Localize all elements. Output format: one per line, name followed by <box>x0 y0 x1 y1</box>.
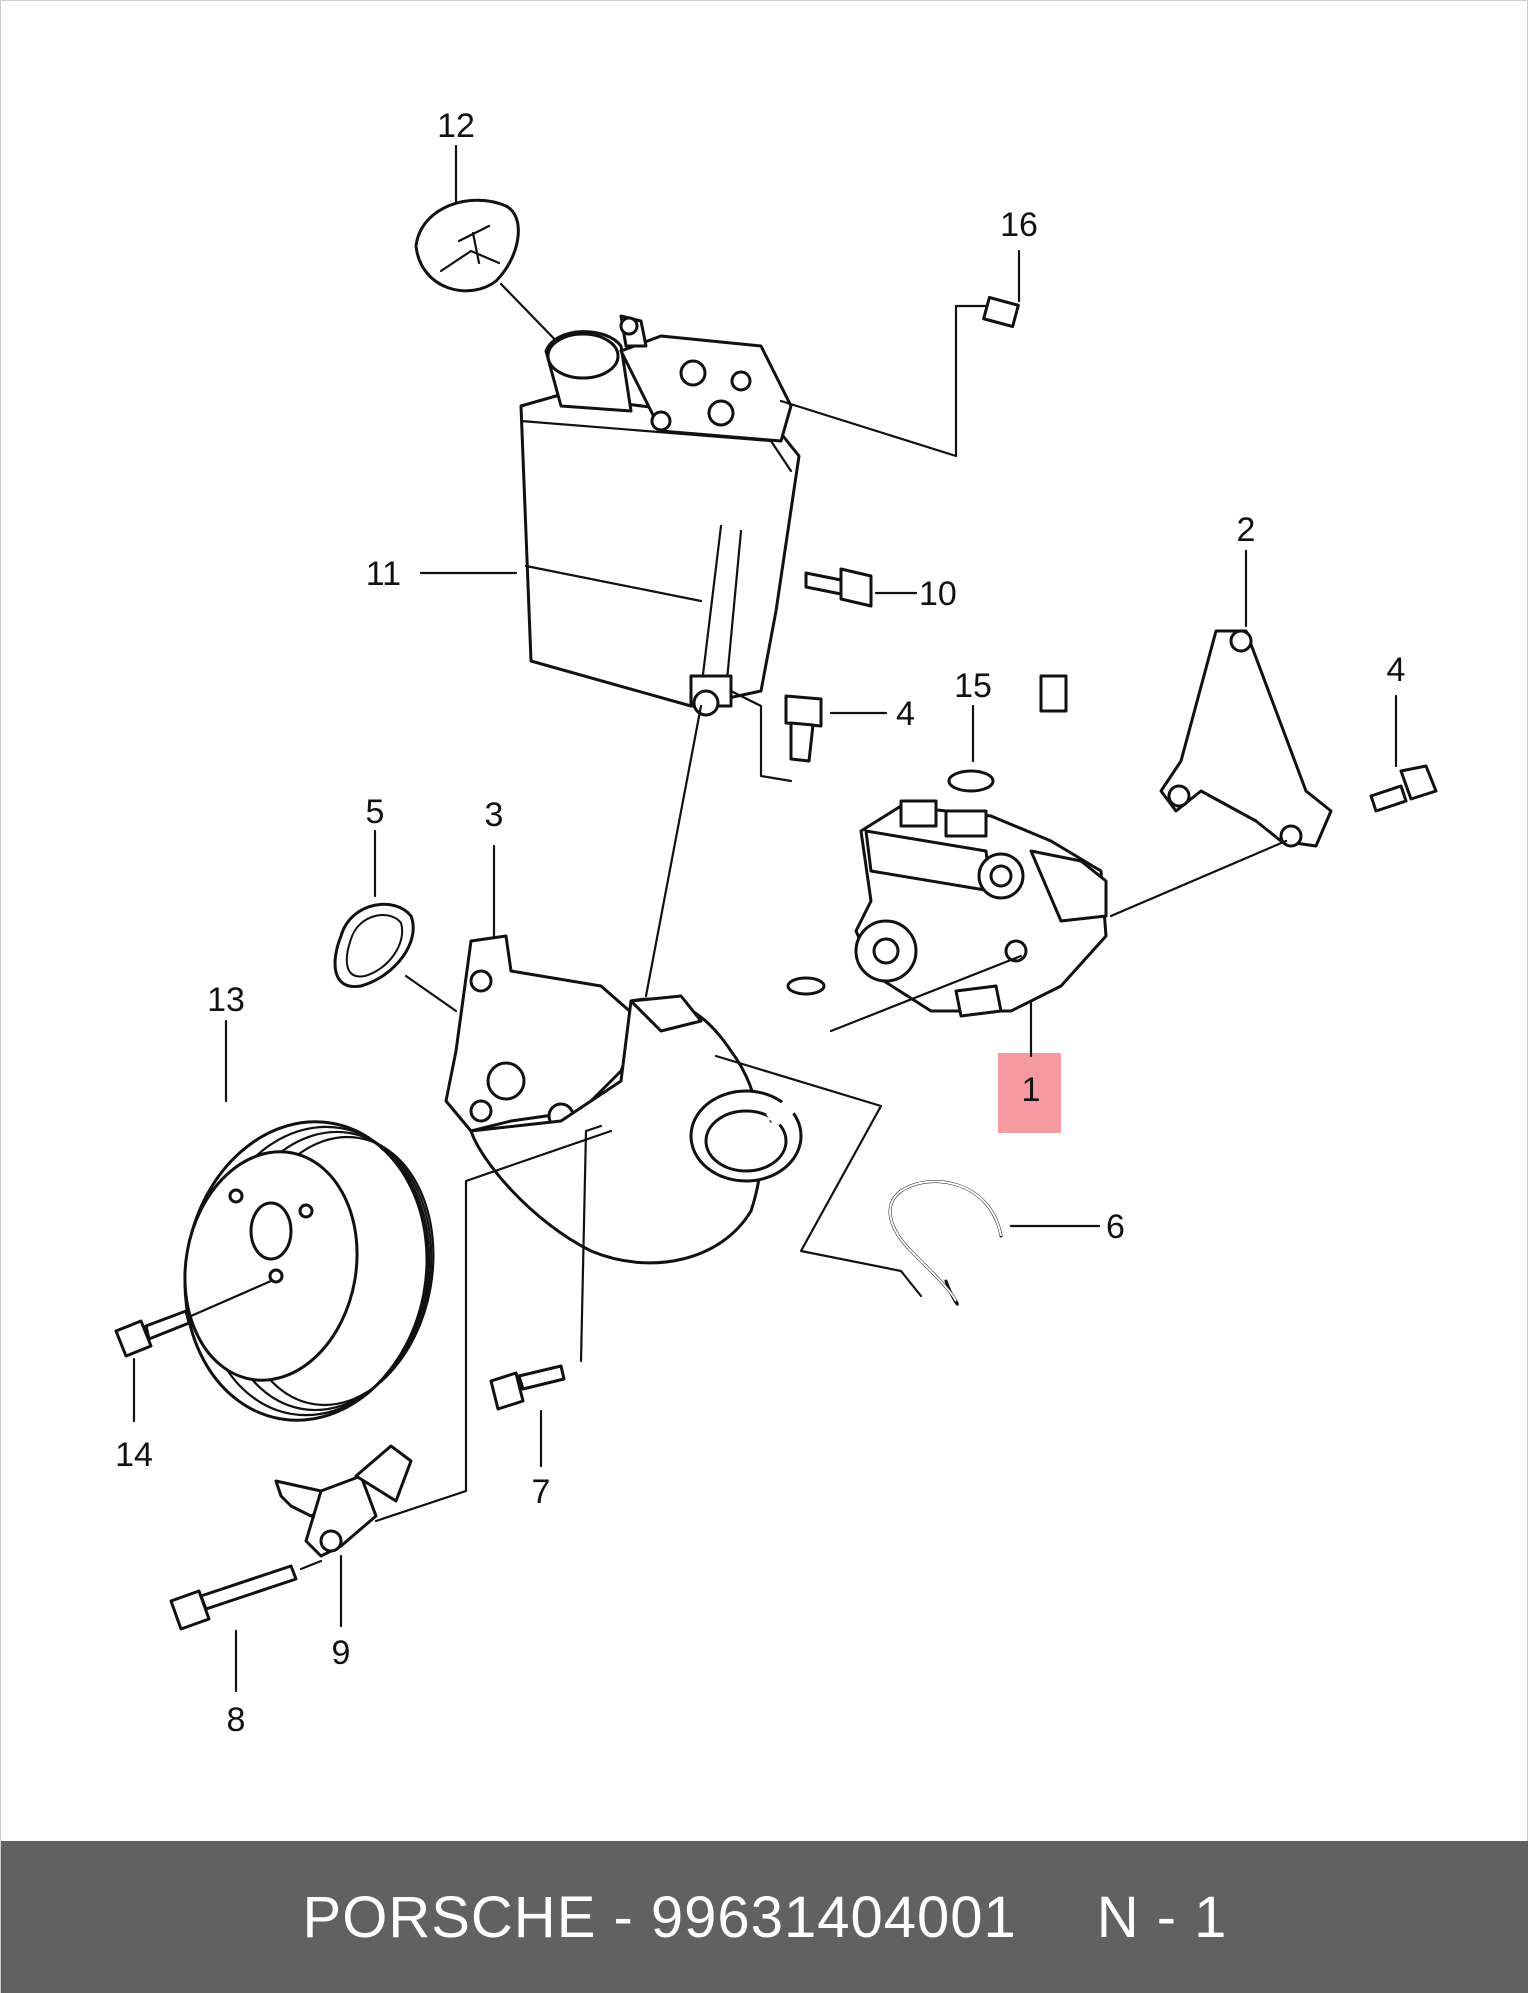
callout-14: 14 <box>115 1436 153 1474</box>
callout-4-upper: 4 <box>896 695 915 733</box>
part-label: PORSCHE - 99631404001 <box>302 1885 1017 1950</box>
callout-3: 3 <box>485 796 504 834</box>
callout-1-highlight <box>998 1053 1061 1133</box>
part-2-bracket[interactable] <box>1159 629 1333 848</box>
part-1-power-steering-pump[interactable] <box>854 799 1108 1018</box>
callout-16: 16 <box>1000 206 1038 244</box>
part-16-pressure-line[interactable] <box>982 295 1080 713</box>
callout-5: 5 <box>366 793 385 831</box>
part-13-pulley[interactable] <box>162 1102 454 1439</box>
callout-10: 10 <box>919 575 957 613</box>
callout-1: 1 <box>1022 1071 1041 1109</box>
callout-13: 13 <box>207 981 245 1019</box>
callout-2: 2 <box>1237 511 1256 549</box>
part-15-seal-ring[interactable] <box>947 769 995 793</box>
part-4-bolt-right[interactable] <box>1369 764 1438 813</box>
part-12-reservoir-cap[interactable] <box>414 198 520 293</box>
return-pipe[interactable] <box>766 976 826 1128</box>
part-11-fluid-reservoir[interactable] <box>519 314 801 717</box>
callout-6: 6 <box>1106 1208 1125 1246</box>
part-10-bolt[interactable] <box>804 567 873 608</box>
callout-15: 15 <box>954 667 992 705</box>
part-9-banjo-fitting[interactable] <box>274 1444 413 1558</box>
part-6-clamp[interactable] <box>888 1179 1003 1306</box>
part-14-pulley-bolt[interactable] <box>114 1309 191 1358</box>
callout-7: 7 <box>532 1473 551 1511</box>
callout-4-right: 4 <box>1387 651 1406 689</box>
part-7-bolt[interactable] <box>489 1364 566 1411</box>
position-label: N - 1 <box>1096 1885 1228 1950</box>
callout-9: 9 <box>332 1634 351 1672</box>
part-number-footer: PORSCHE - 99631404001 N - 1 <box>1 1841 1528 1993</box>
part-5-o-ring[interactable] <box>333 902 415 988</box>
callout-11: 11 <box>366 555 401 593</box>
part-3-engine-bracket[interactable] <box>444 934 803 1265</box>
part-8-long-bolt[interactable] <box>169 1564 298 1631</box>
power-steering-exploded-diagram: 1 2 3 4 4 5 6 7 8 9 10 11 12 13 14 15 16 <box>114 107 1438 1739</box>
callout-12: 12 <box>437 107 475 145</box>
callout-8: 8 <box>227 1701 246 1739</box>
part-4-bolt-upper[interactable] <box>784 694 823 763</box>
